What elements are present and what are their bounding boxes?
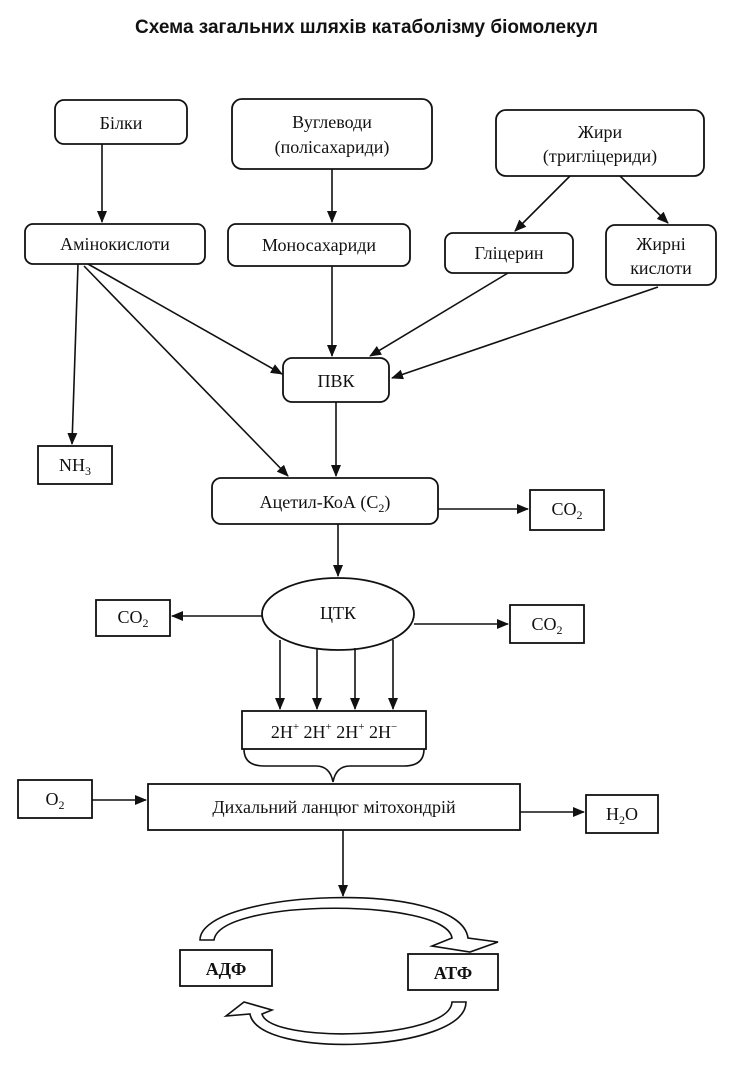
node-protons: 2H+ 2H+ 2H+ 2H− bbox=[241, 710, 427, 750]
node-bilky: Білки bbox=[54, 99, 188, 145]
node-h2o-label: H2O bbox=[606, 804, 638, 827]
node-adf: АДФ bbox=[179, 949, 273, 987]
arrow-aminokysloty-pvk bbox=[87, 263, 283, 375]
node-hlitseryn-label: Гліцерин bbox=[475, 243, 544, 263]
diagram-title: Схема загальних шляхів катаболізму біомо… bbox=[135, 17, 598, 38]
node-co2-label: CO2 bbox=[531, 614, 562, 637]
node-nh3: NH3 bbox=[37, 445, 113, 485]
arrows bbox=[67, 144, 669, 897]
node-aminokysloty: Амінокислоти bbox=[24, 223, 206, 265]
node-zhyry-line1: Жири bbox=[578, 122, 623, 142]
node-o2: O2 bbox=[17, 779, 93, 819]
cycle-arrow-top bbox=[199, 896, 499, 953]
node-monosakharydy: Моносахариди bbox=[227, 223, 411, 267]
node-ctk-label: ЦТК bbox=[320, 603, 357, 623]
node-protons-label: 2H+ 2H+ 2H+ 2H− bbox=[271, 721, 397, 742]
arrow-hlitseryn-pvk bbox=[369, 272, 509, 357]
node-vuhlevody: Вуглеводи (полісахариди) bbox=[231, 98, 433, 170]
node-zhyry: Жири (тригліцериди) bbox=[495, 109, 705, 177]
node-vuhlevody-line1: Вуглеводи bbox=[292, 112, 372, 132]
cycle-arrow-bottom bbox=[223, 1001, 467, 1046]
node-pvk: ПВК bbox=[282, 357, 390, 403]
node-resp-chain: Дихальний ланцюг мітохондрій bbox=[147, 783, 521, 831]
node-h2o: H2O bbox=[585, 794, 659, 834]
node-monosakharydy-label: Моносахариди bbox=[262, 235, 376, 255]
node-zhyrni-kysloty: Жирні кислоти bbox=[605, 224, 717, 286]
node-co2-left: CO2 bbox=[95, 599, 171, 637]
node-co2-label: CO2 bbox=[117, 607, 148, 630]
node-co2-right-top: CO2 bbox=[529, 489, 605, 531]
node-ctk: ЦТК bbox=[261, 577, 415, 651]
node-adf-label: АДФ bbox=[206, 959, 247, 979]
node-pvk-label: ПВК bbox=[317, 371, 355, 391]
node-zhyrni-line1: Жирні bbox=[636, 234, 685, 254]
node-resp-chain-label: Дихальний ланцюг мітохондрій bbox=[212, 797, 456, 817]
node-o2-label: O2 bbox=[46, 789, 65, 812]
node-zhyrni-line2: кислоти bbox=[630, 258, 692, 278]
arrow-zhyrni-pvk bbox=[391, 286, 659, 380]
brace bbox=[243, 748, 425, 783]
node-zhyry-line2: (тригліцериди) bbox=[543, 146, 657, 167]
arrow-zhyry-zhyrni bbox=[619, 175, 669, 224]
node-vuhlevody-line2: (полісахариди) bbox=[275, 137, 390, 158]
node-atf-label: АТФ bbox=[434, 963, 473, 983]
node-aminokysloty-label: Амінокислоти bbox=[60, 234, 170, 254]
node-bilky-label: Білки bbox=[100, 113, 143, 133]
node-atf: АТФ bbox=[407, 953, 499, 991]
arrow-zhyry-hlitseryn bbox=[514, 175, 571, 232]
arrow-aminokysloty-acetyl bbox=[83, 265, 289, 477]
node-acetyl-coa: Ацетил-КоА (С2) bbox=[211, 477, 439, 525]
arrow-aminokysloty-nh3 bbox=[67, 263, 79, 445]
node-co2-right: CO2 bbox=[509, 604, 585, 644]
node-nh3-label: NH3 bbox=[59, 455, 91, 478]
node-acetyl-coa-label: Ацетил-КоА (С2) bbox=[260, 492, 391, 515]
node-hlitseryn: Гліцерин bbox=[444, 232, 574, 274]
node-co2-label: CO2 bbox=[551, 499, 582, 522]
